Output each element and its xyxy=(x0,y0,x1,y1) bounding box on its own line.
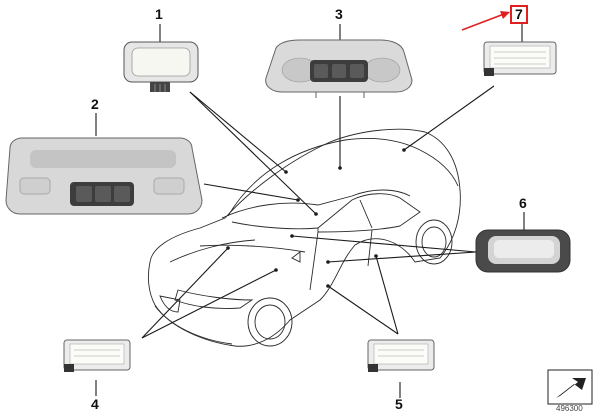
part-3-roof-console xyxy=(265,39,413,98)
document-number: 496300 xyxy=(556,404,583,413)
part-4-lamp xyxy=(63,339,131,372)
callout-6: 6 xyxy=(519,195,527,211)
highlight-arrow xyxy=(461,11,510,31)
callout-7: 7 xyxy=(510,5,528,24)
arrow-down-left-icon xyxy=(547,369,593,405)
part-7-lamp xyxy=(483,41,557,76)
callout-3: 3 xyxy=(335,6,343,22)
leader-dots xyxy=(226,148,406,288)
callout-2: 2 xyxy=(91,96,99,112)
callout-5: 5 xyxy=(395,396,403,412)
part-6-lamp xyxy=(475,229,571,273)
callout-1: 1 xyxy=(155,6,163,22)
part-2-overhead-console xyxy=(5,137,203,215)
part-1-reading-light xyxy=(123,41,199,92)
callout-4: 4 xyxy=(91,396,99,412)
car-outline xyxy=(147,128,461,347)
part-5-lamp xyxy=(367,339,435,372)
leader-lines xyxy=(95,24,525,398)
